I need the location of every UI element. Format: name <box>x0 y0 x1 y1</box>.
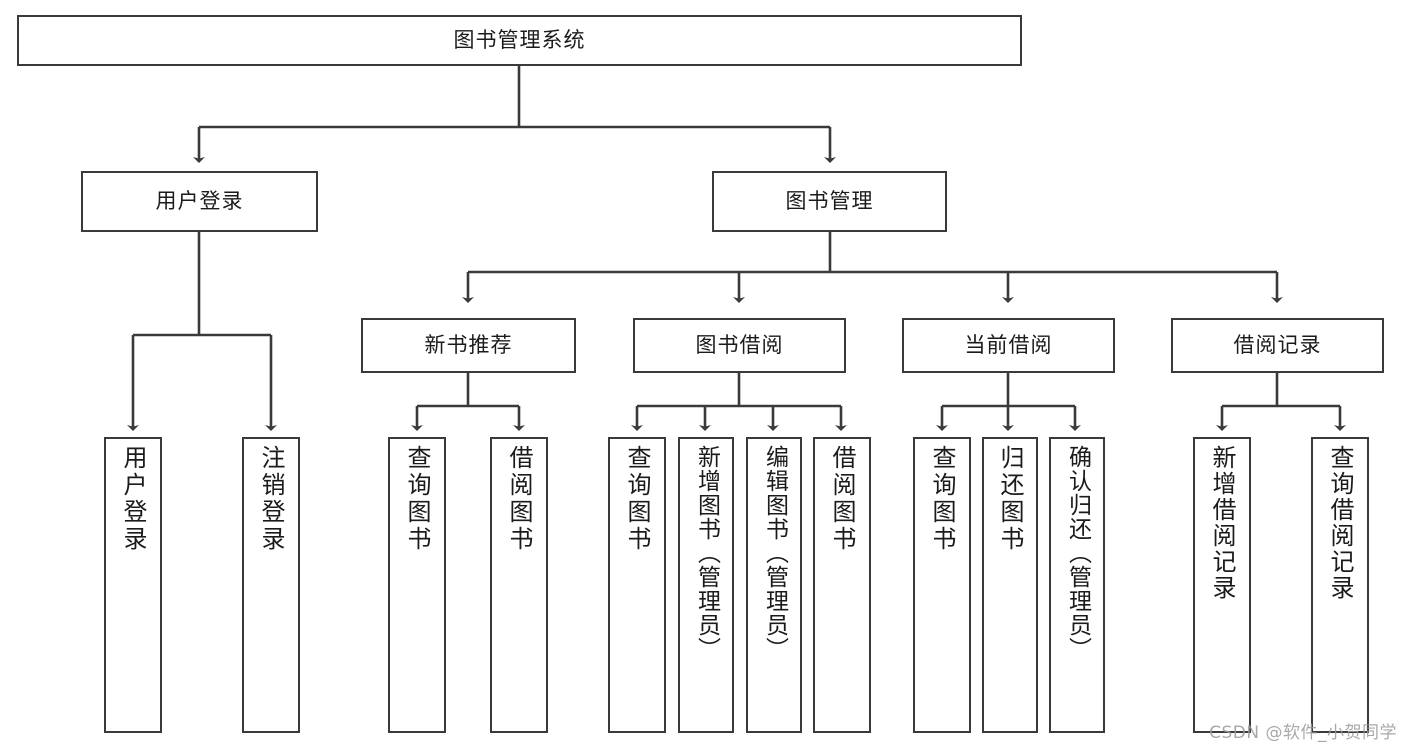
node-book-management-label: 图书管理 <box>785 189 874 214</box>
leaf-borrow-book-label: 借阅图书 <box>828 445 856 553</box>
node-new-book-recommend-label: 新书推荐 <box>424 333 513 358</box>
node-book-borrow[interactable]: 图书借阅 <box>633 318 846 373</box>
leaf-logout-label: 注销登录 <box>257 445 285 553</box>
leaf-logout[interactable]: 注销登录 <box>242 437 300 733</box>
leaf-borrow-book[interactable]: 借阅图书 <box>813 437 871 733</box>
leaf-recommend-query-book-label: 查询图书 <box>403 445 431 553</box>
leaf-confirm-return-admin-label: 确认归还（管理员） <box>1064 445 1091 661</box>
leaf-edit-book-admin[interactable]: 编辑图书（管理员） <box>746 437 802 733</box>
node-current-borrow-label: 当前借阅 <box>964 333 1053 358</box>
leaf-recommend-query-book[interactable]: 查询图书 <box>388 437 446 733</box>
leaf-recommend-borrow-book-label: 借阅图书 <box>505 445 533 553</box>
node-user-login-label: 用户登录 <box>155 189 244 214</box>
node-borrow-record-label: 借阅记录 <box>1233 333 1322 358</box>
node-new-book-recommend[interactable]: 新书推荐 <box>361 318 576 373</box>
root-node-book-management-system[interactable]: 图书管理系统 <box>17 15 1022 66</box>
leaf-return-book-label: 归还图书 <box>996 445 1024 553</box>
leaf-add-borrow-record-label: 新增借阅记录 <box>1208 445 1236 601</box>
leaf-add-borrow-record[interactable]: 新增借阅记录 <box>1193 437 1251 733</box>
node-book-management[interactable]: 图书管理 <box>712 171 947 232</box>
node-current-borrow[interactable]: 当前借阅 <box>902 318 1115 373</box>
root-node-label: 图书管理系统 <box>453 28 586 53</box>
leaf-return-book[interactable]: 归还图书 <box>982 437 1038 733</box>
node-book-borrow-label: 图书借阅 <box>695 333 784 358</box>
leaf-user-login-label: 用户登录 <box>119 445 147 553</box>
watermark: CSDN @软件_小贺同学 <box>1209 723 1397 743</box>
leaf-borrow-query-book[interactable]: 查询图书 <box>608 437 666 733</box>
leaf-confirm-return-admin[interactable]: 确认归还（管理员） <box>1049 437 1105 733</box>
node-user-login[interactable]: 用户登录 <box>81 171 318 232</box>
leaf-add-book-admin[interactable]: 新增图书（管理员） <box>678 437 734 733</box>
leaf-current-query-book-label: 查询图书 <box>928 445 956 553</box>
node-borrow-record[interactable]: 借阅记录 <box>1171 318 1384 373</box>
leaf-add-book-admin-label: 新增图书（管理员） <box>693 445 720 661</box>
leaf-edit-book-admin-label: 编辑图书（管理员） <box>761 445 788 661</box>
leaf-current-query-book[interactable]: 查询图书 <box>913 437 971 733</box>
leaf-query-borrow-record[interactable]: 查询借阅记录 <box>1311 437 1369 733</box>
leaf-borrow-query-book-label: 查询图书 <box>623 445 651 553</box>
leaf-recommend-borrow-book[interactable]: 借阅图书 <box>490 437 548 733</box>
leaf-query-borrow-record-label: 查询借阅记录 <box>1326 445 1354 601</box>
leaf-user-login[interactable]: 用户登录 <box>104 437 162 733</box>
